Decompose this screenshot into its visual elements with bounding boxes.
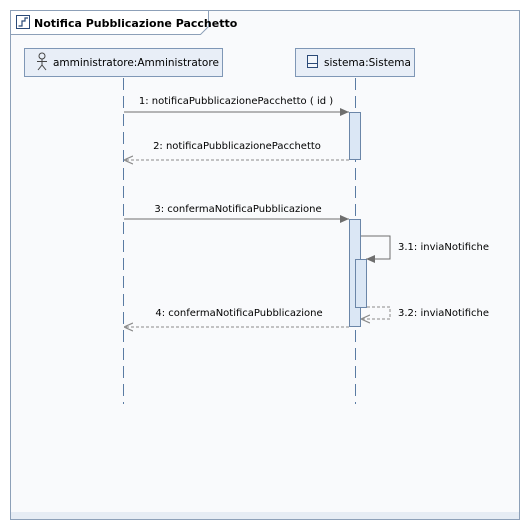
message-2[interactable]: 2: notificaPubblicazionePacchetto <box>124 141 349 160</box>
message-1[interactable]: 1: notificaPubblicazionePacchetto ( id ) <box>124 96 349 117</box>
frame-title: Notifica Pubblicazione Pacchetto <box>34 17 238 30</box>
message-label: 3: confermaNotificaPubblicazione <box>154 204 321 215</box>
lifeline-label-administrator: amministratore:Amministratore <box>53 57 219 69</box>
message-label: 1: notificaPubblicazionePacchetto ( id ) <box>139 96 333 107</box>
lifeline-header-system[interactable]: sistema:Sistema <box>295 48 415 77</box>
message-3-2-self-reply[interactable]: 3.2: inviaNotifiche <box>361 306 489 319</box>
frame-bottom-band <box>11 512 519 519</box>
lifeline-label-system: sistema:Sistema <box>324 57 411 69</box>
message-label: 2: notificaPubblicazionePacchetto <box>153 141 321 152</box>
class-icon <box>307 55 318 68</box>
message-4[interactable]: 4: confermaNotificaPubblicazione <box>124 308 349 327</box>
sequence-diagram-icon <box>16 15 30 29</box>
activation-bar <box>349 112 361 160</box>
nested-activation-bar <box>355 259 367 308</box>
diagram-frame: Notifica Pubblicazione Pacchetto <box>10 10 520 520</box>
message-label: 3.1: inviaNotifiche <box>398 242 489 253</box>
frame-border <box>10 10 520 520</box>
message-3-1-self[interactable]: 3.1: inviaNotifiche <box>361 235 489 264</box>
lifeline-header-administrator[interactable]: amministratore:Amministratore <box>24 48 223 77</box>
message-label: 3.2: inviaNotifiche <box>398 308 489 319</box>
message-3[interactable]: 3: confermaNotificaPubblicazione <box>124 204 349 224</box>
actor-icon <box>37 52 47 71</box>
message-label: 4: confermaNotificaPubblicazione <box>155 308 322 319</box>
frame-title-tab <box>10 10 209 35</box>
